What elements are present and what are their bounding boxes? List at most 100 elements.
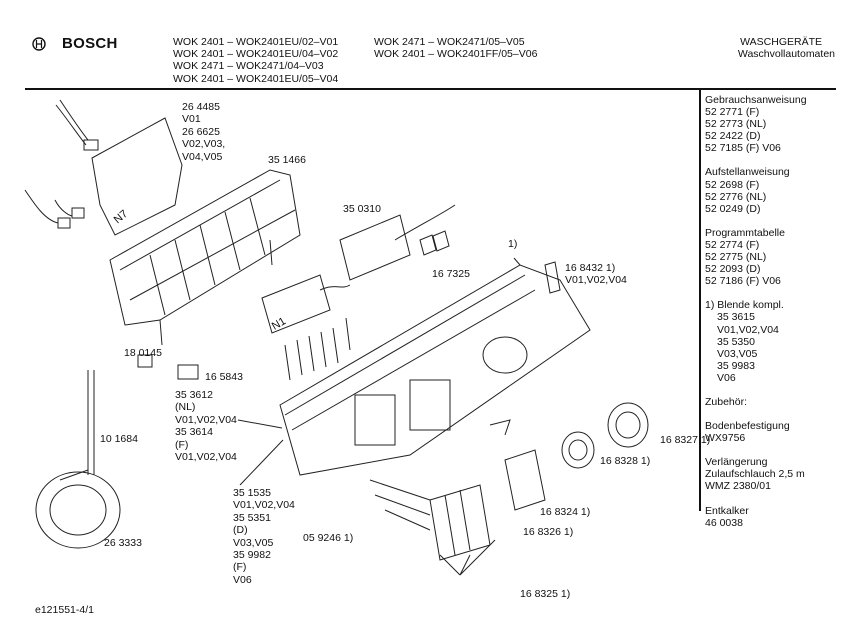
text-line: 26 6625 [182,125,220,138]
text-line: (NL) [175,401,196,414]
text-line: 26 3333 [104,537,142,549]
text-line: 46 0038 [705,516,743,529]
text-line: V01,V02,V04 [175,413,237,426]
text-line: V03,V05 [233,536,274,549]
part-label-168324: 16 8324 1) [540,506,590,518]
part-label-168327: 16 8327 1) [660,434,710,446]
text-line: 35 9982 [233,549,271,562]
text-line: 16 7325 [432,268,470,280]
text-line: Zulaufschlauch 2,5 m [705,468,805,481]
text-line: WOK 2401 – WOK2401EU/04–V02 [173,48,339,61]
text-line: WOK 2471 – WOK2471/05–V05 [374,36,525,48]
rod-part [87,370,95,475]
text-line: 35 5350 [717,335,755,348]
text-line: Verlängerung [705,456,768,469]
info-group: Zubehör: [705,396,807,408]
text-line: V06 [717,371,736,384]
text-line: 52 2698 (F) [705,178,760,191]
text-line: 16 8432 1) [565,262,616,274]
text-line: Zubehör: [705,395,748,408]
text-line: 52 2776 (NL) [705,190,767,203]
knob-168328 [561,431,595,469]
text-line: (D) [233,524,248,537]
part-label-168325: 16 8325 1) [520,588,570,600]
text-line: 35 1535 [233,487,271,499]
text-line: 16 8328 1) [600,455,651,467]
text-line: Programmtabelle [705,226,785,239]
header-divider [25,88,836,90]
part-label-168432: 16 8432 1)V01,V02,V04 [565,262,627,287]
text-line: 1) [508,238,518,250]
small-part-165843 [177,364,199,380]
text-line: 35 9983 [717,359,755,372]
subcategory: Waschvollautomaten [737,48,835,61]
text-line: 35 5351 [233,511,271,524]
part-label-180145: 18 0145 [124,347,162,359]
text-line: Entkalker [705,504,749,517]
knob-168327 [607,402,649,448]
text-line: (F) [233,561,247,574]
part-label-blende: 1) [508,238,517,250]
brand-name: BOSCH [62,34,118,52]
circuit-board-n1 [261,274,351,334]
text-line: 18 0145 [124,347,162,359]
part-label-350310: 35 0310 [343,203,381,215]
control-module-n7 [24,99,183,236]
circuit-board [339,204,456,281]
text-line: 52 2773 (NL) [705,118,767,131]
category: WASCHGERÄTE [740,36,822,48]
text-line: 35 1466 [268,154,306,166]
text-line: (F) [175,438,189,451]
text-line: 52 0249 (D) [705,202,761,215]
text-line: 10 1684 [100,433,138,445]
drawing-id: e121551-4/1 [35,604,94,616]
text-line: V06 [233,573,252,586]
clip-part [544,261,561,294]
text-line: V02,V03, [182,138,226,151]
text-line: WOK 2471 – WOK2471/04–V03 [173,60,324,73]
text-line: 52 2771 (F) [705,106,760,119]
text-line: 26 4485 [182,101,220,113]
text-line: Bodenbefestigung [705,420,790,433]
text-line: V03,V05 [717,347,758,360]
text-line: 16 8324 1) [540,506,591,518]
part-label-263333: 26 3333 [104,537,142,549]
text-line: 52 2774 (F) [705,238,760,251]
program-knob [35,469,121,549]
part-label-351466: 35 1466 [268,154,306,166]
part-label-168328: 16 8328 1) [600,455,650,467]
sidebar-divider [699,89,701,511]
blende-title: 1) Blende kompl. [705,299,784,312]
button-set [284,317,351,381]
text-line: WMZ 2380/01 [705,480,771,493]
part-label-165843: 16 5843 [205,371,243,383]
small-part-180145 [137,354,153,368]
control-frame [109,169,301,346]
text-line: 52 2422 (D) [705,130,761,143]
text-line: 52 2775 (NL) [705,251,767,264]
text-line: Gebrauchsanweisung [705,94,807,106]
text-line: Aufstellanweisung [705,166,790,179]
text-line: 05 9246 1) [303,532,354,544]
text-line: WX9756 [705,432,746,445]
text-line: V01,V02,V04 [233,499,295,512]
text-line: 35 3615 [717,311,755,324]
bosch-armature-icon [32,37,46,51]
text-line: V01,V02,V04 [175,451,237,464]
part-label-167325: 16 7325 [432,268,470,280]
text-line: 52 7186 (F) V06 [705,275,781,288]
text-line: WOK 2401 – WOK2401FF/05–V06 [374,48,538,61]
text-line: WOK 2401 – WOK2401EU/05–V04 [173,72,339,85]
text-line: 35 3614 [175,426,213,439]
